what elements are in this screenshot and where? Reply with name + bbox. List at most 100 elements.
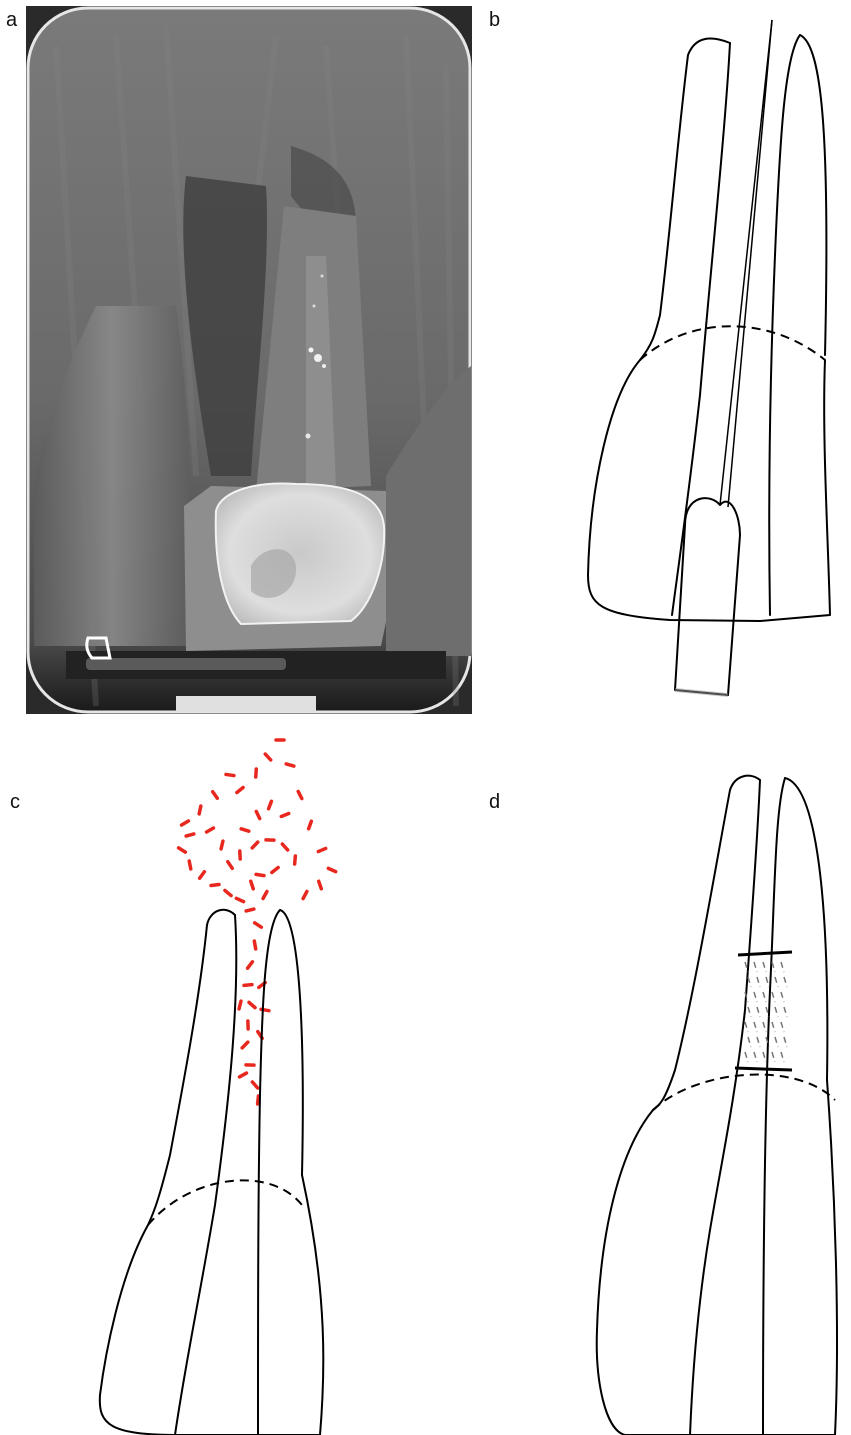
root-outline-right [800,35,826,355]
plug-hatch-mark [766,977,769,987]
plug-hatch-mark [748,1007,751,1017]
lesion-dash [189,861,191,869]
plug-top-border [738,952,792,955]
plug-hatch-mark [781,992,784,1002]
plug-hatch-mark [754,1052,757,1062]
lesion-dash [256,769,257,777]
plug-hatch-mark [757,1037,760,1047]
plug-hatch-mark [745,1022,748,1032]
plug-hatch-mark [763,1052,766,1062]
instrument-handle [675,498,740,695]
periapical-lesion [179,740,336,1104]
lesion-dash [179,848,186,852]
lesion-dash [295,856,296,864]
root-outline-right [785,778,827,1080]
canal-wall-right [258,910,280,1435]
lesion-dash [256,874,264,875]
lesion-dash [240,1073,247,1077]
lesion-dash [248,962,253,968]
tooth-diagram-instrument [560,15,851,705]
lesion-dash [226,774,234,775]
lesion-dash [251,881,253,889]
plug-hatch-mark [757,977,760,987]
lesion-dash [242,1042,248,1048]
root-outline-left [640,39,730,360]
lesion-dash [207,828,214,832]
lesion-dash [298,791,302,798]
lesion-dash [303,891,307,898]
instrument-shaft-left [720,20,772,505]
lesion-dash [256,811,260,818]
panel-label-b: b [489,10,500,30]
plug-hatch-mark [754,962,757,972]
lesion-dash [282,844,287,850]
plug-hatch-mark [781,1022,784,1032]
plug-hatch-mark [781,1052,784,1062]
plug-hatch-mark [763,1022,766,1032]
plug-hatch-mark [748,1037,751,1047]
plug-hatch-mark [772,962,775,972]
cej-line [640,326,825,360]
lesion-dash [186,834,194,836]
lesion-dash [272,868,278,873]
lesion-dash [236,898,243,901]
root-outline-right [280,910,303,1175]
plug-hatch-mark [748,977,751,987]
lesion-dash [269,801,272,808]
crown-outline [100,1175,324,1435]
plug-hatch-mark [745,1052,748,1062]
plug-hatch-mark [763,992,766,1002]
lesion-dash [318,848,325,851]
radiograph-image [26,6,472,714]
lesion-dash [221,841,223,849]
panel-label-a: a [6,10,17,30]
canal-wall-left [690,780,760,1435]
lesion-dash [252,842,258,848]
plug-hatch-mark [775,1037,778,1047]
plug-hatch-mark [775,1007,778,1017]
plug-hatch-mark [775,977,778,987]
lesion-dash [258,1096,259,1104]
lesion-dash [211,885,219,886]
tooth-diagram-lesion [90,735,360,1435]
panel-label-c: c [10,792,20,812]
plug-hatch-mark [784,1037,787,1047]
plug-hatch-mark [763,962,766,972]
canal-wall-left [175,915,236,1435]
plug-bottom-border [735,1068,792,1070]
lesion-dash [255,923,262,927]
lesion-dash [228,862,232,869]
tooth-diagram-plug [585,770,845,1435]
canal-wall-right [769,35,800,615]
plug-hatch-mark [754,1022,757,1032]
crown-outline [588,360,830,621]
instrument-shaft-right [728,20,772,507]
canal-wall-right [763,778,785,1435]
lesion-dash [225,890,231,895]
lesion-dash [252,1082,257,1088]
root-outline-left [653,776,760,1110]
plug-hatch-mark [784,977,787,987]
lesion-dash [254,941,255,949]
plug-hatch-mark [757,1007,760,1017]
instrument-handle-shadow [675,690,728,695]
plug-material [745,962,787,1062]
crown-outline [597,1080,837,1435]
plug-hatch-mark [772,1052,775,1062]
lesion-dash [199,806,201,814]
lesion-dash [244,985,252,986]
lesion-dash [241,829,249,831]
plug-hatch-mark [784,1007,787,1017]
panel-label-d: d [489,792,500,812]
lesion-dash [263,892,267,899]
cej-line [148,1180,302,1225]
plug-hatch-mark [772,992,775,1002]
lesion-dash [237,787,243,792]
lesion-dash [182,821,189,825]
lesion-dash [319,881,322,889]
lesion-dash [239,1001,241,1009]
lesion-dash [249,1002,255,1007]
root-outline-left [148,910,235,1225]
lesion-dash [281,814,288,817]
lesion-dash [246,909,254,911]
